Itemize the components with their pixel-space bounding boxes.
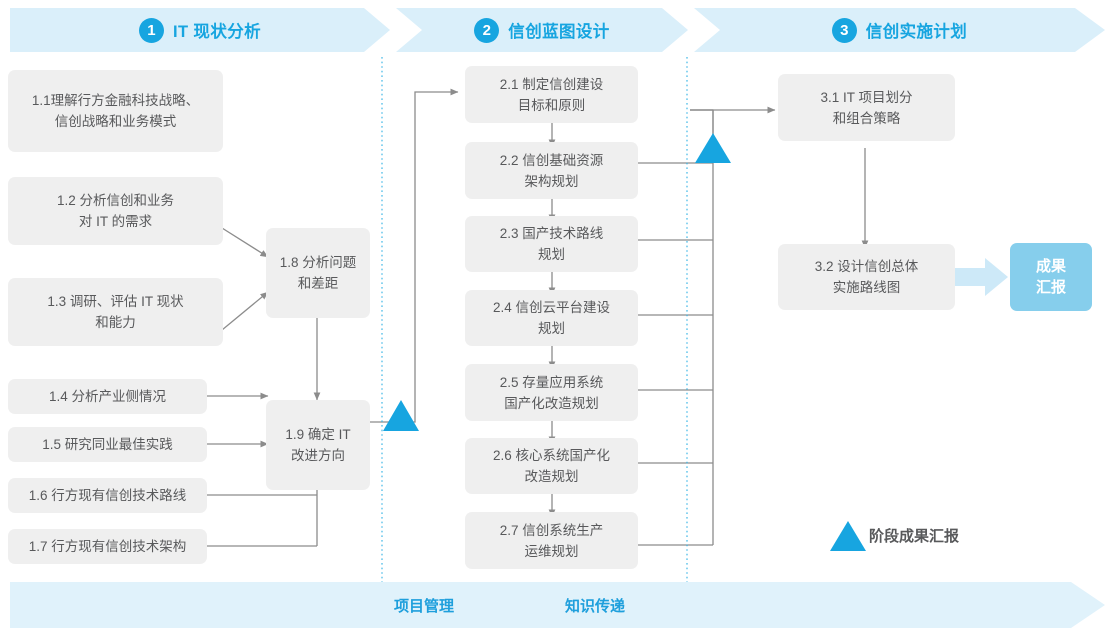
- legend-label: 阶段成果汇报: [869, 528, 960, 545]
- process-box-1-7[interactable]: 1.7 行方现有信创技术架构: [8, 529, 207, 564]
- process-box-2-1[interactable]: 2.1 制定信创建设 目标和原则: [465, 66, 638, 123]
- phase-header-1: 1 IT 现状分析: [139, 18, 261, 43]
- phase-title-3: 信创实施计划: [865, 23, 968, 41]
- footer-band: [10, 582, 1105, 628]
- result-report-box[interactable]: 成果 汇报: [1010, 243, 1092, 311]
- process-box-1-6[interactable]: 1.6 行方现有信创技术路线: [8, 478, 207, 513]
- result-arrow-icon: [955, 258, 1008, 296]
- phase-band-1: 1 IT 现状分析: [10, 8, 390, 52]
- process-box-1-3[interactable]: 1.3 调研、评估 IT 现状 和能力: [8, 278, 223, 346]
- footer-label-knowledge-transfer: 知识传递: [565, 598, 626, 615]
- phase-number-badge-1: 1: [139, 18, 164, 43]
- legend-triangle-icon: [830, 521, 866, 551]
- process-box-1-9[interactable]: 1.9 确定 IT 改进方向: [266, 400, 370, 490]
- process-box-2-2[interactable]: 2.2 信创基础资源 架构规划: [465, 142, 638, 199]
- process-box-3-2[interactable]: 3.2 设计信创总体 实施路线图: [778, 244, 955, 310]
- process-box-2-3[interactable]: 2.3 国产技术路线 规划: [465, 216, 638, 272]
- phase-header-3: 3 信创实施计划: [832, 18, 967, 43]
- process-box-1-4[interactable]: 1.4 分析产业侧情况: [8, 379, 207, 414]
- process-box-1-2[interactable]: 1.2 分析信创和业务 对 IT 的需求: [8, 177, 223, 245]
- process-box-1-8[interactable]: 1.8 分析问题 和差距: [266, 228, 370, 318]
- process-box-2-7[interactable]: 2.7 信创系统生产 运维规划: [465, 512, 638, 569]
- process-box-2-6[interactable]: 2.6 核心系统国产化 改造规划: [465, 438, 638, 494]
- phase-band-3: 3 信创实施计划: [694, 8, 1105, 52]
- phase-number-badge-2: 2: [474, 18, 499, 43]
- process-box-1-5[interactable]: 1.5 研究同业最佳实践: [8, 427, 207, 462]
- phase-title-2: 信创蓝图设计: [508, 23, 610, 41]
- phase-header-2: 2 信创蓝图设计: [474, 18, 609, 43]
- phase-title-1: IT 现状分析: [172, 23, 262, 41]
- milestone-triangle-1: [383, 400, 419, 431]
- milestone-triangle-2: [695, 133, 731, 163]
- process-box-2-5[interactable]: 2.5 存量应用系统 国产化改造规划: [465, 364, 638, 421]
- footer-label-project-management: 项目管理: [394, 598, 455, 615]
- process-box-3-1[interactable]: 3.1 IT 项目划分 和组合策略: [778, 74, 955, 141]
- phase-number-badge-3: 3: [832, 18, 857, 43]
- process-box-1-1[interactable]: 1.1理解行方金融科技战略、 信创战略和业务模式: [8, 70, 223, 152]
- phase-band-2: 2 信创蓝图设计: [396, 8, 688, 52]
- process-box-2-4[interactable]: 2.4 信创云平台建设 规划: [465, 290, 638, 346]
